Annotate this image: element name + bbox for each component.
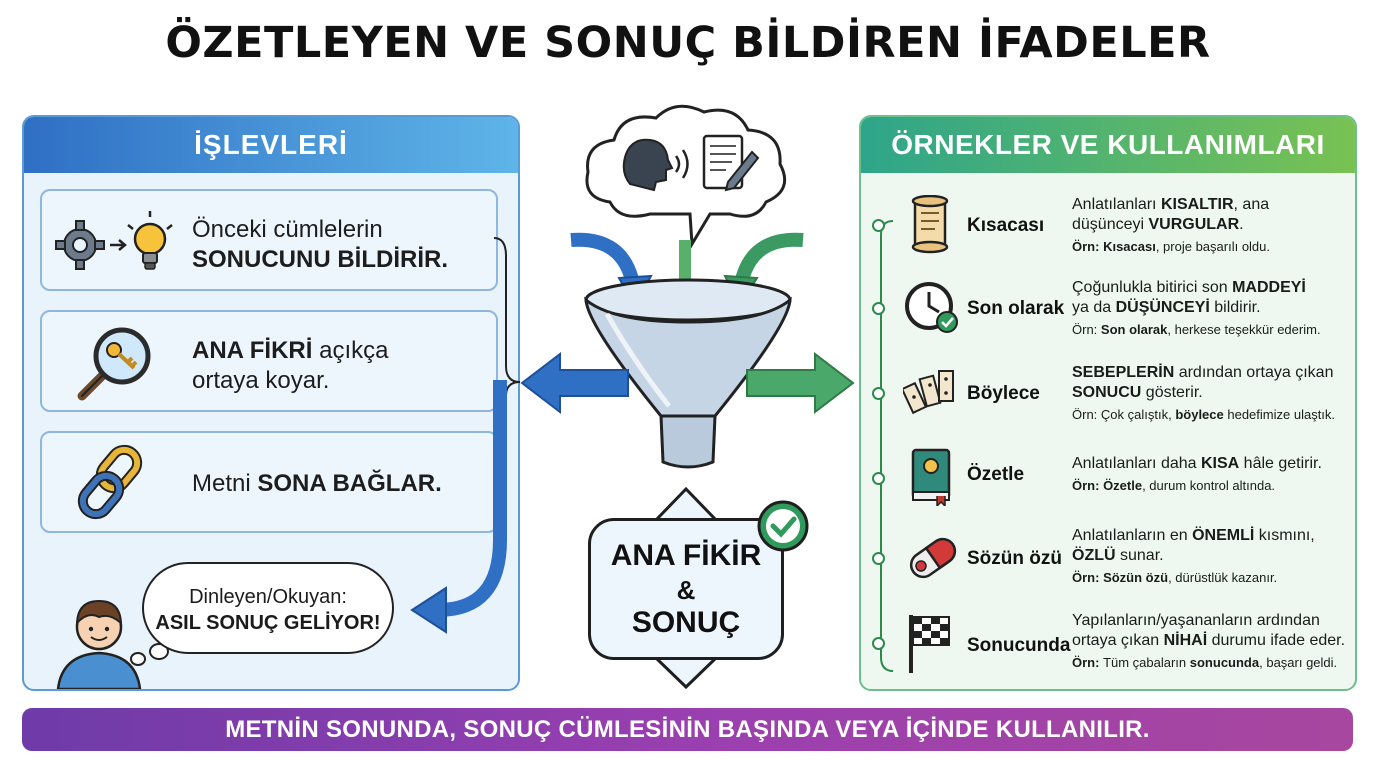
example-sentence: Örn: Son olarak, herkese teşekkür ederim… (1072, 322, 1321, 337)
example-bullet (872, 472, 885, 485)
desc-bold: KISA (1200, 455, 1240, 472)
arrow-right-green (746, 351, 855, 415)
box-bottom-pointer (653, 657, 719, 690)
desc-bold: KISALTIR (1160, 196, 1234, 213)
example-bullet (872, 302, 885, 315)
desc-text: hâle getirir. (1239, 455, 1322, 472)
desc-text: Anlatılanları (1072, 196, 1161, 213)
function-card-main-idea: ANA FİKRİ açıkça ortaya koyar. (40, 310, 498, 412)
function-text-3: Metni (192, 470, 258, 497)
example-word: Sözün özü (967, 548, 1062, 569)
example-word: Son olarak (967, 298, 1065, 319)
desc-text: , ana (1233, 196, 1270, 213)
desc-text: bildirir. (1209, 299, 1261, 316)
dominoes-icon (903, 370, 954, 415)
speech-document-cloud-icon (585, 104, 787, 248)
example-word: Özetle (967, 464, 1025, 485)
example-kisacasi: Kısacası Anlatılanları KISALTIR, ana düş… (861, 189, 1355, 269)
example-bullet (872, 219, 885, 232)
main-idea-result-box: ANA FİKİR & SONUÇ (588, 518, 784, 660)
desc-text: düşünceyi (1072, 216, 1149, 233)
center-line-3: SONUÇ (631, 606, 741, 639)
desc-text: ortaya çıkan (1072, 632, 1164, 649)
function-text-2a: açıkça (312, 337, 389, 364)
function-card-result: Önceki cümlelerin SONUCUNU BİLDİRİR. (40, 189, 498, 291)
examples-panel: ÖRNEKLER VE KULLANIMLARI Kısacası Anlatı… (859, 115, 1357, 691)
functions-header: İŞLEVLERİ (24, 117, 518, 173)
arrow-left-blue (520, 351, 629, 415)
desc-text: Anlatılanların en (1072, 527, 1193, 544)
function-card-conclude: Metni SONA BAĞLAR. (40, 431, 498, 533)
desc-bold: ÖNEMLİ (1192, 527, 1255, 544)
checkered-flag-icon (909, 615, 950, 673)
thought-bubble: Dinleyen/Okuyan: ASIL SONUÇ GELİYOR! (142, 562, 394, 654)
desc-text: ardından ortaya çıkan (1174, 364, 1334, 381)
reader-avatar-icon (56, 599, 142, 689)
book-icon (911, 448, 951, 506)
desc-bold: VURGULAR (1148, 216, 1240, 233)
desc-text: ya da (1072, 299, 1116, 316)
function-bold-3: SONA BAĞLAR. (257, 470, 442, 497)
box-top-pointer (653, 487, 719, 521)
check-icon (757, 500, 809, 552)
gear-lightbulb-icon (55, 211, 173, 270)
function-bold-2: ANA FİKRİ (192, 337, 313, 364)
example-sentence: Örn: Kısacası, proje başarılı oldu. (1072, 239, 1271, 254)
example-word: Kısacası (967, 215, 1045, 236)
example-sentence: Örn: Özetle, durum kontrol altında. (1072, 478, 1276, 493)
desc-bold: SEBEPLERİN (1072, 364, 1175, 381)
example-bullet (872, 637, 885, 650)
example-word: Böylece (967, 383, 1040, 404)
example-sentence: Örn: Tüm çabaların sonucunda, başarı gel… (1072, 655, 1338, 670)
example-sentence: Örn: Sözün özü, dürüstlük kazanır. (1072, 570, 1278, 585)
example-boylece: Böylece SEBEPLERİN ardından ortaya çıkan… (861, 357, 1355, 437)
desc-text: Yapılanların/yaşananların ardından (1072, 612, 1320, 629)
curved-arrow-to-bubble (410, 380, 507, 634)
desc-text: Çoğunlukla bitirici son (1072, 279, 1233, 296)
scroll-icon (911, 195, 949, 254)
function-text-1: Önceki cümlelerin (192, 216, 383, 243)
funnel-with-arrows-icon (570, 232, 804, 469)
desc-text: Anlatılanları daha (1072, 455, 1201, 472)
examples-header: ÖRNEKLER VE KULLANIMLARI (861, 117, 1355, 173)
bubble-line-2: ASIL SONUÇ GELİYOR! (155, 612, 381, 634)
clock-check-icon (905, 282, 958, 333)
desc-bold: SONUCU (1072, 384, 1142, 401)
desc-text: sunar. (1115, 547, 1164, 564)
desc-text: durumu ifade eder. (1207, 632, 1346, 649)
chain-link-icon (77, 444, 143, 520)
magnifier-key-icon (77, 327, 151, 401)
function-text-2b: ortaya koyar. (192, 367, 330, 394)
example-bullet (872, 552, 885, 565)
example-sonucunda: Sonucunda Yapılanların/yaşananların ardı… (861, 607, 1355, 687)
desc-bold: ÖZLÜ (1072, 547, 1116, 564)
page-title: ÖZETLEYEN VE SONUÇ BİLDİREN İFADELER (165, 18, 1211, 68)
usage-footer: METNİN SONUNDA, SONUÇ CÜMLESİNİN BAŞINDA… (22, 708, 1353, 751)
center-line-2: & (676, 575, 696, 605)
desc-text: kısmını, (1254, 527, 1315, 544)
desc-bold: DÜŞÜNCEYİ (1115, 299, 1210, 316)
desc-bold: NİHAİ (1163, 632, 1208, 649)
thought-dot (130, 652, 146, 666)
example-word: Sonucunda (967, 635, 1071, 656)
example-son-olarak: Son olarak Çoğunlukla bitirici son MADDE… (861, 272, 1355, 352)
example-sozun-ozu: Sözün özü Anlatılanların en ÖNEMLİ kısmı… (861, 522, 1355, 602)
function-bold-1: SONUCUNU BİLDİRİR. (192, 246, 448, 273)
desc-text: . (1239, 216, 1244, 233)
examples-connector (880, 220, 894, 672)
example-ozetle: Özetle Anlatılanları daha KISA hâle geti… (861, 442, 1355, 522)
desc-text: gösterir. (1141, 384, 1203, 401)
capsule-icon (909, 537, 957, 579)
example-bullet (872, 387, 885, 400)
example-sentence: Örn: Çok çalıştık, böylece hedefimize ul… (1072, 407, 1336, 422)
functions-panel: İŞLEVLERİ Önceki cümlelerin SONUCUNU BİL… (22, 115, 520, 691)
center-line-1: ANA FİKİR (610, 539, 762, 572)
bubble-line-1: Dinleyen/Okuyan: (189, 586, 347, 608)
desc-bold: MADDEYİ (1232, 279, 1306, 296)
